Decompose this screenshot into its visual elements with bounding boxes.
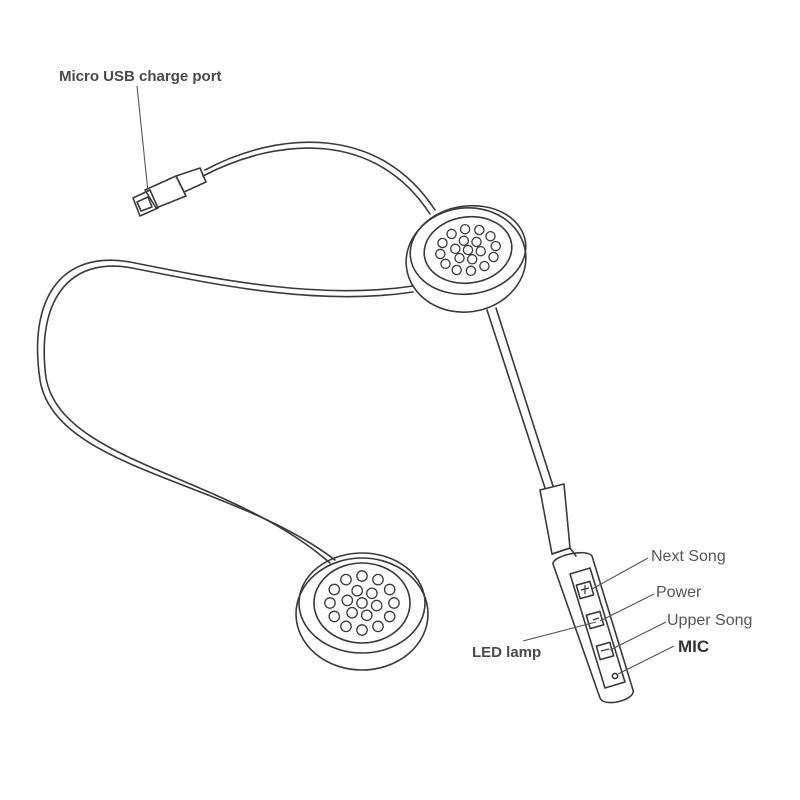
grille-hole — [372, 573, 384, 586]
label-upper-song: Upper Song — [667, 612, 752, 629]
label-mic: MIC — [678, 637, 709, 656]
grille-hole — [324, 597, 336, 609]
leader-mic — [617, 645, 675, 675]
grille-hole — [465, 265, 477, 277]
leader-lines — [136, 85, 675, 675]
grille-hole — [340, 573, 352, 586]
grille-hole — [446, 228, 457, 240]
grille-hole — [383, 610, 396, 623]
grille-hole — [454, 252, 465, 264]
grille-hole — [466, 254, 478, 265]
plus-icon — [580, 585, 590, 594]
grille-hole — [450, 243, 461, 255]
grille-hole — [383, 583, 396, 596]
grille-hole — [488, 251, 499, 263]
grille-hole — [485, 230, 496, 242]
leader-next-song — [591, 557, 649, 590]
grille-hole — [328, 583, 341, 596]
label-power: Power — [656, 584, 702, 601]
grille-hole — [346, 606, 358, 619]
mic-boom — [486, 307, 577, 557]
grille-hole — [366, 587, 378, 600]
grille-hole — [388, 597, 400, 609]
grille-hole — [451, 264, 462, 276]
leader-usb — [136, 85, 149, 193]
grille-hole — [340, 620, 352, 633]
control-module — [552, 551, 634, 704]
connecting-cable-inner — [43, 265, 414, 564]
grille-hole — [370, 599, 383, 612]
grille-hole — [440, 258, 451, 270]
label-next-song: Next Song — [651, 548, 726, 565]
grille-hole — [475, 245, 486, 257]
grille-hole — [351, 584, 364, 597]
grille-hole — [356, 570, 368, 582]
grille-hole — [372, 620, 384, 633]
minus-icon — [600, 648, 610, 652]
micro-usb-plug — [132, 167, 207, 217]
grille-hole — [437, 237, 448, 249]
upper-speaker — [405, 204, 527, 313]
power-icon — [592, 617, 600, 621]
grille-hole — [356, 597, 368, 609]
grille-hole — [474, 224, 485, 236]
lower-speaker — [295, 552, 429, 671]
upper-speaker-grille — [435, 223, 501, 277]
leader-power — [599, 593, 655, 622]
grille-hole — [458, 235, 470, 246]
usb-cable-inner — [202, 147, 431, 215]
grille-hole — [356, 624, 368, 636]
grille-hole — [459, 223, 471, 235]
label-usb-port: Micro USB charge port — [59, 68, 222, 85]
grille-hole — [341, 594, 354, 607]
grille-hole — [471, 236, 482, 248]
label-led-lamp: LED lamp — [472, 644, 541, 661]
grille-hole — [462, 244, 474, 256]
connecting-cable — [36, 259, 414, 561]
grille-hole — [328, 610, 341, 623]
leader-upper-song — [609, 621, 667, 651]
lower-speaker-grille — [324, 570, 400, 636]
grille-hole — [360, 609, 373, 622]
grille-hole — [490, 240, 501, 252]
leader-led-lamp — [522, 621, 597, 642]
usb-cable — [204, 141, 436, 211]
grille-hole — [479, 260, 490, 272]
grille-hole — [435, 248, 446, 260]
